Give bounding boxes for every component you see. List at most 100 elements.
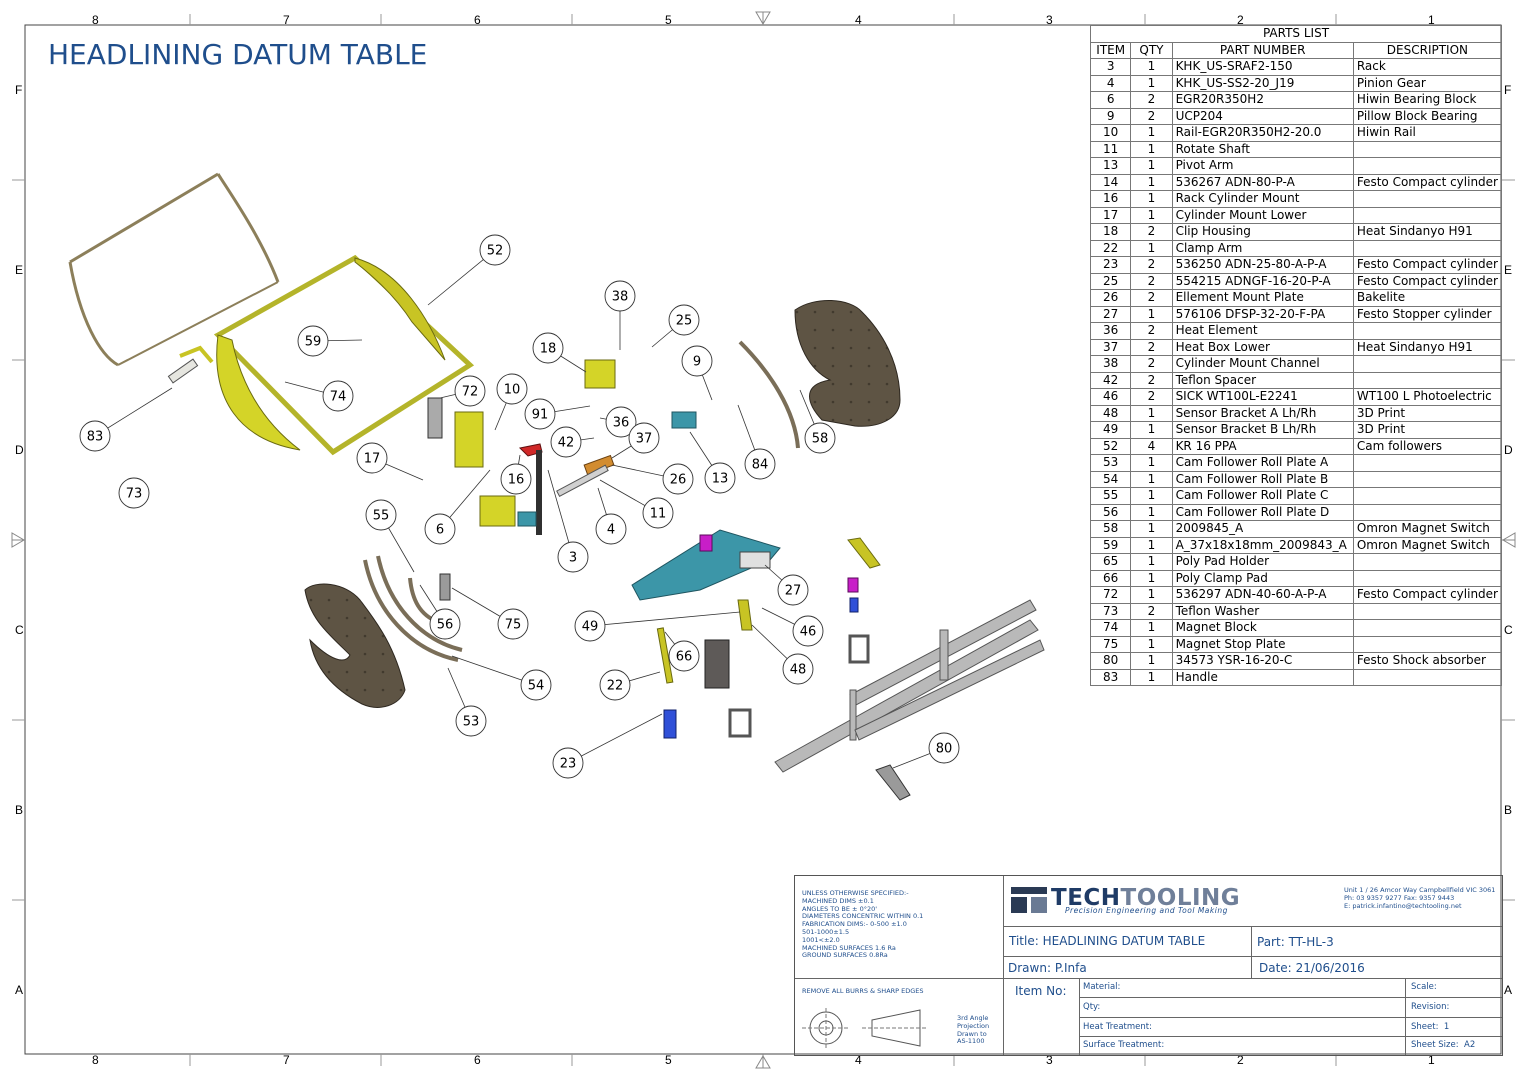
qty-cell: 1 bbox=[1130, 635, 1173, 653]
balloon-number: 3 bbox=[569, 551, 577, 566]
item-cell: 18 bbox=[1089, 223, 1132, 241]
qty-cell: 1 bbox=[1130, 190, 1173, 208]
qty-cell: 1 bbox=[1130, 619, 1173, 637]
zone-bottom-6: 6 bbox=[474, 1053, 481, 1067]
balloon-53: 53 bbox=[455, 705, 487, 737]
exploded-assembly-view: 5238255918974721091364237831716261384587… bbox=[68, 172, 1045, 801]
part-number-cell: Sensor Bracket B Lh/Rh bbox=[1171, 421, 1354, 439]
balloon-48: 48 bbox=[782, 653, 814, 685]
balloon-11: 11 bbox=[642, 497, 674, 529]
description-cell: Festo Compact cylinder bbox=[1352, 586, 1503, 604]
balloon-circle bbox=[552, 747, 584, 779]
part-number-cell: 554215 ADNGF-16-20-P-A bbox=[1171, 272, 1354, 290]
yellow-plate bbox=[454, 411, 484, 468]
balloon-number: 22 bbox=[607, 679, 624, 694]
sheet-field: Sheet: 1 bbox=[1411, 1022, 1449, 1032]
logo-tech: TECH bbox=[1051, 885, 1121, 911]
projection-line: Projection bbox=[957, 1021, 990, 1030]
address-line: Ph: 03 9357 9277 Fax: 9357 9443 bbox=[1344, 893, 1455, 902]
zone-right-B: B bbox=[1504, 803, 1513, 817]
qty-cell: 4 bbox=[1130, 437, 1173, 455]
description-cell bbox=[1352, 190, 1503, 208]
projection-line: Drawn to bbox=[957, 1029, 987, 1038]
item-cell: 49 bbox=[1089, 421, 1132, 439]
balloon-circle bbox=[424, 513, 456, 545]
balloon-52: 52 bbox=[479, 234, 511, 266]
item-cell: 9 bbox=[1089, 107, 1132, 125]
part-value: TT-HL-3 bbox=[1288, 935, 1334, 949]
sensor-bracket bbox=[737, 599, 753, 631]
item-cell: 42 bbox=[1089, 371, 1132, 389]
zone-top-5: 5 bbox=[665, 13, 672, 27]
balloon-59: 59 bbox=[297, 325, 329, 357]
item-cell: 83 bbox=[1089, 668, 1132, 686]
angle-bracket-2 bbox=[848, 634, 870, 664]
poly-pad-holder bbox=[704, 639, 730, 689]
balloon-circle bbox=[479, 234, 511, 266]
description-cell bbox=[1352, 454, 1503, 472]
balloon-91: 91 bbox=[524, 398, 556, 430]
burrs-note: REMOVE ALL BURRS & SHARP EDGES bbox=[802, 987, 924, 995]
qty-cell: 2 bbox=[1130, 322, 1173, 340]
balloon-circle bbox=[574, 610, 606, 642]
item-cell: 66 bbox=[1089, 569, 1132, 587]
balloon-circle bbox=[681, 345, 713, 377]
clip-housing bbox=[584, 359, 616, 389]
balloon-number: 16 bbox=[508, 473, 525, 488]
revision-label: Revision: bbox=[1411, 1002, 1450, 1012]
balloon-number: 59 bbox=[305, 335, 322, 350]
qty-cell: 1 bbox=[1130, 74, 1173, 92]
header-item: ITEM bbox=[1089, 41, 1132, 59]
parts-list-caption: PARTS LIST bbox=[1090, 25, 1502, 43]
balloon-number: 74 bbox=[330, 390, 347, 405]
part-number-cell: Handle bbox=[1171, 668, 1354, 686]
surface-treatment-label: Surface Treatment: bbox=[1083, 1040, 1165, 1050]
balloon-number: 10 bbox=[504, 383, 521, 398]
qty-cell: 1 bbox=[1130, 173, 1173, 191]
balloon-36: 36 bbox=[605, 406, 637, 438]
zone-bottom-4: 4 bbox=[855, 1053, 862, 1067]
drawn-value: P.Infa bbox=[1054, 961, 1087, 975]
part-number-cell: 576106 DFSP-32-20-F-PA bbox=[1171, 305, 1354, 323]
qty-cell: 1 bbox=[1130, 305, 1173, 323]
part-number-cell: Ellement Mount Plate bbox=[1171, 289, 1354, 307]
balloon-26: 26 bbox=[662, 463, 694, 495]
balloon-number: 80 bbox=[936, 742, 953, 757]
teal-pivot bbox=[517, 511, 537, 527]
zone-top-6: 6 bbox=[474, 13, 481, 27]
description-cell: 3D Print bbox=[1352, 404, 1503, 422]
balloon-number: 18 bbox=[540, 342, 557, 357]
projection-line: AS-1100 bbox=[957, 1037, 985, 1046]
qty-cell: 2 bbox=[1130, 256, 1173, 274]
balloon-circle bbox=[500, 463, 532, 495]
item-cell: 25 bbox=[1089, 272, 1132, 290]
qty-cell: 2 bbox=[1130, 272, 1173, 290]
extrusion-frame bbox=[774, 599, 1045, 773]
zone-right-A: A bbox=[1504, 983, 1513, 997]
balloon-circle bbox=[557, 541, 589, 573]
part-number-cell: 536267 ADN-80-P-A bbox=[1171, 173, 1354, 191]
shock-absorber-bracket bbox=[875, 764, 911, 801]
item-cell: 37 bbox=[1089, 338, 1132, 356]
title-label: Title: bbox=[1009, 934, 1039, 948]
balloon-27: 27 bbox=[777, 574, 809, 606]
balloon-9: 9 bbox=[681, 345, 713, 377]
balloon-56: 56 bbox=[429, 608, 461, 640]
date-label: Date: bbox=[1259, 961, 1292, 975]
balloon-17: 17 bbox=[356, 442, 388, 474]
balloon-circle bbox=[628, 422, 660, 454]
balloon-circle bbox=[604, 280, 636, 312]
description-cell: Festo Compact cylinder bbox=[1352, 256, 1503, 274]
item-cell: 52 bbox=[1089, 437, 1132, 455]
balloon-number: 4 bbox=[607, 523, 615, 538]
title-field: Title: HEADLINING DATUM TABLE bbox=[1009, 934, 1205, 948]
curved-roll-plates bbox=[363, 340, 800, 662]
part-number-cell: 2009845_A bbox=[1171, 520, 1354, 538]
